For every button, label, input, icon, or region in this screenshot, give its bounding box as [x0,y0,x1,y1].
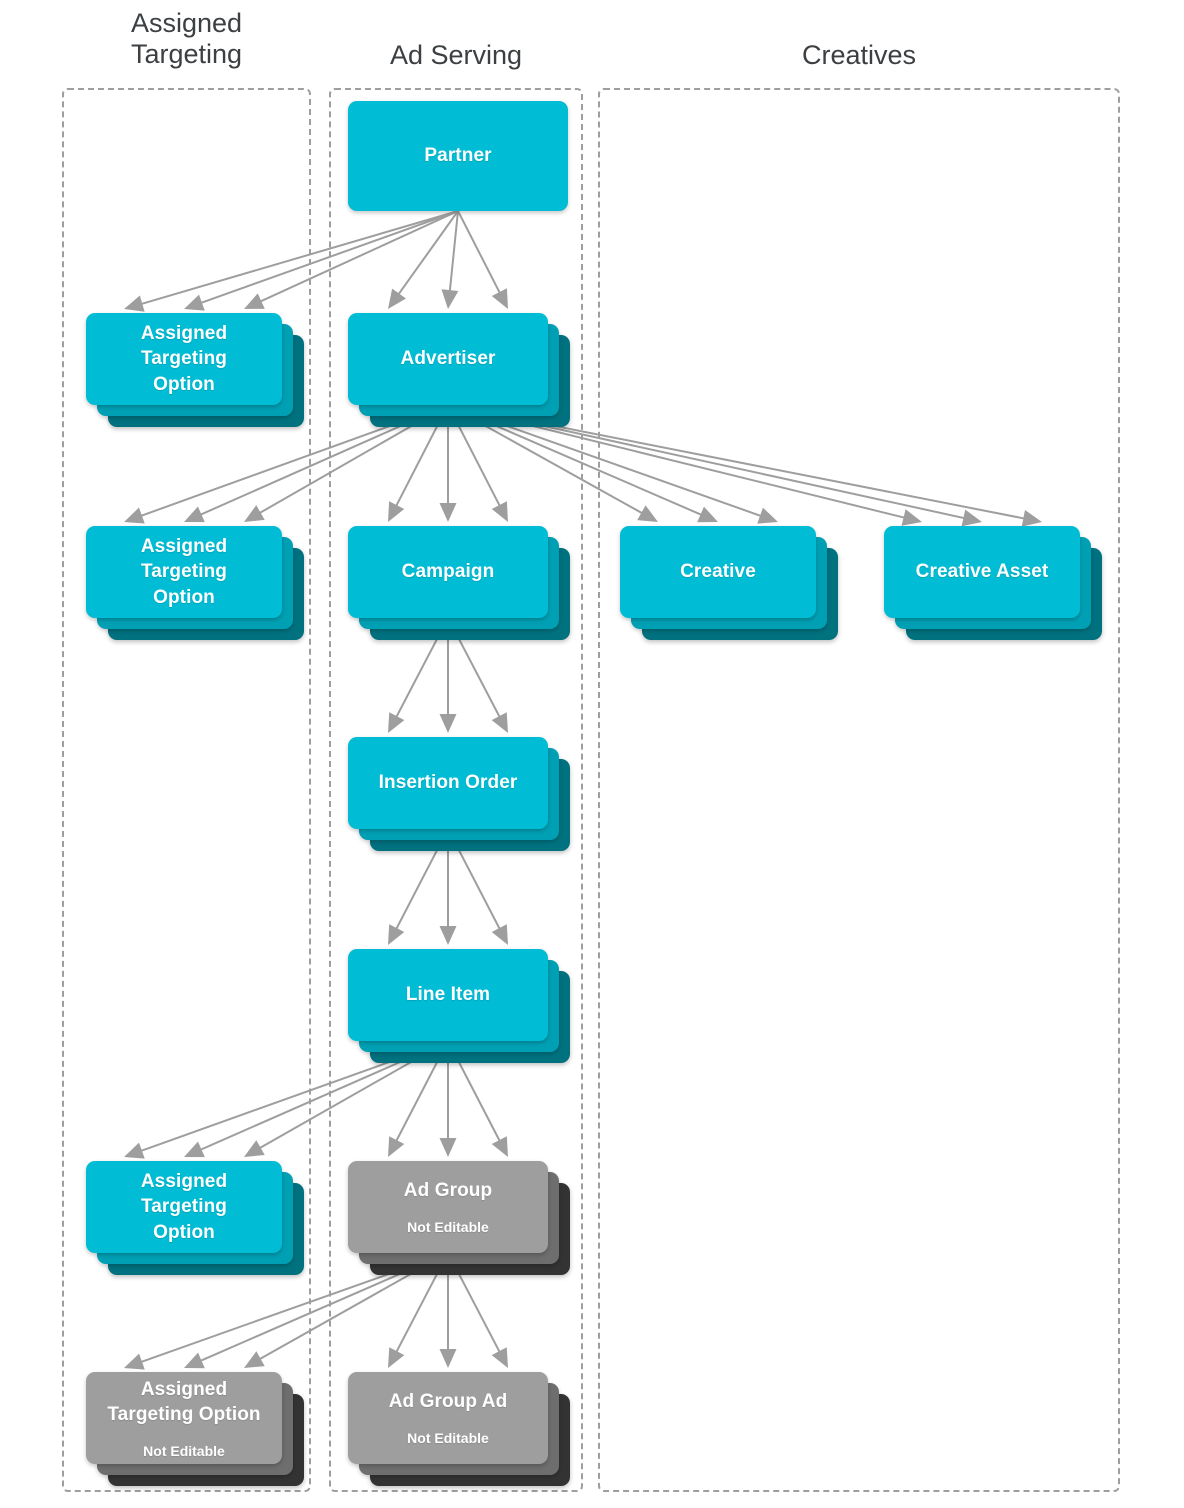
node-partner[interactable]: Partner [348,101,592,235]
node-card-creative-asset[interactable]: Creative Asset [884,526,1080,618]
column-header-creatives: Creatives [801,40,917,70]
node-label-line-item: Line Item [405,984,491,1006]
node-label-ato-1: Assigned Targeting Option [140,323,228,395]
node-card-creative[interactable]: Creative [620,526,816,618]
node-label-creative: Creative [680,561,756,583]
node-card-campaign[interactable]: Campaign [348,526,548,618]
node-label-insertion-order: Insertion Order [378,772,518,794]
column-header-ad-serving: Ad Serving [389,40,523,70]
node-insertion-order[interactable]: Insertion Order [348,737,572,853]
node-card-ato-1[interactable]: Assigned Targeting Option [86,313,282,405]
node-card-ad-group-ad[interactable]: Ad Group Ad Not Editable [348,1372,548,1464]
node-label-ato-4: Assigned Targeting Option [107,1378,261,1425]
column-frame-ad-serving [329,88,583,1492]
node-line-item[interactable]: Line Item [348,949,572,1065]
node-card-ato-2[interactable]: Assigned Targeting Option [86,526,282,618]
node-ato-3[interactable]: Assigned Targeting Option [86,1161,306,1277]
column-frame-creatives [598,88,1120,1492]
node-label-ad-group: Ad Group [403,1180,493,1202]
node-ato-1[interactable]: Assigned Targeting Option [86,313,306,429]
node-label-ato-3: Assigned Targeting Option [140,1171,228,1243]
node-creative-asset[interactable]: Creative Asset [884,526,1104,642]
node-creative[interactable]: Creative [620,526,840,642]
node-campaign[interactable]: Campaign [348,526,572,642]
node-label-partner: Partner [424,145,492,167]
node-card-partner[interactable]: Partner [348,101,568,211]
node-sublabel-ato-4: Not Editable [143,1442,225,1459]
node-card-advertiser[interactable]: Advertiser [348,313,548,405]
node-sublabel-ad-group-ad: Not Editable [407,1430,489,1447]
node-ato-2[interactable]: Assigned Targeting Option [86,526,306,642]
node-sublabel-ad-group: Not Editable [407,1219,489,1236]
column-header-assigned-targeting: Assigned Targeting [130,8,243,70]
node-label-advertiser: Advertiser [400,348,496,370]
node-label-ato-2: Assigned Targeting Option [140,536,228,608]
node-advertiser[interactable]: Advertiser [348,313,572,429]
column-frame-assigned-targeting [62,88,311,1492]
node-label-ad-group-ad: Ad Group Ad [388,1391,508,1413]
node-ad-group-ad[interactable]: Ad Group Ad Not Editable [348,1372,572,1488]
node-label-campaign: Campaign [401,561,495,583]
node-label-creative-asset: Creative Asset [915,561,1049,583]
node-card-insertion-order[interactable]: Insertion Order [348,737,548,829]
node-card-line-item[interactable]: Line Item [348,949,548,1041]
node-card-ato-3[interactable]: Assigned Targeting Option [86,1161,282,1253]
